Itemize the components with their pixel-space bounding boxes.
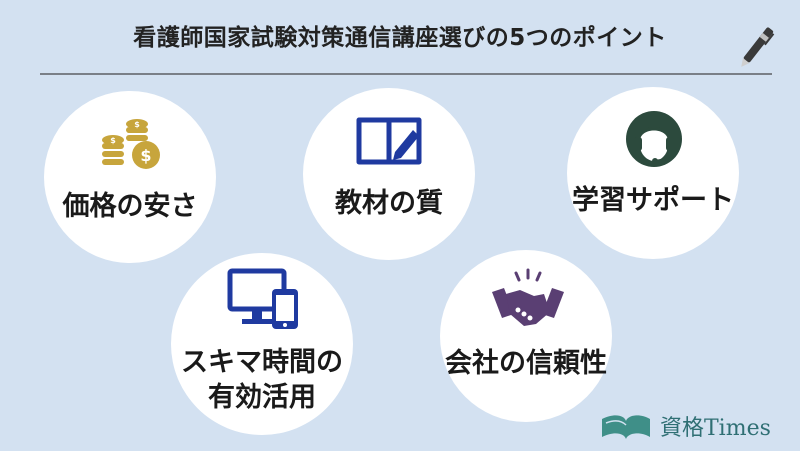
book-pen-icon bbox=[356, 117, 422, 165]
point-label: 会社の信頼性 bbox=[445, 348, 607, 379]
point-spare-time: スキマ時間の 有効活用 bbox=[171, 253, 353, 435]
svg-text:$: $ bbox=[140, 146, 151, 165]
brand-name: 資格Times bbox=[660, 416, 771, 441]
title-underline bbox=[40, 73, 772, 75]
svg-text:$: $ bbox=[134, 120, 140, 129]
svg-text:$: $ bbox=[110, 136, 116, 145]
handshake-icon bbox=[492, 268, 564, 326]
point-label: 教材の質 bbox=[335, 188, 443, 219]
point-reliability: 会社の信頼性 bbox=[440, 250, 612, 422]
point-price: $ $ $ 価格の安さ bbox=[44, 91, 216, 263]
point-support: 学習サポート bbox=[567, 87, 739, 259]
pen-icon bbox=[741, 27, 775, 67]
brand-logo: 資格Times bbox=[600, 410, 771, 442]
point-label: 価格の安さ bbox=[62, 191, 198, 222]
coins-icon: $ $ $ bbox=[102, 119, 160, 169]
headset-support-icon bbox=[626, 111, 682, 167]
point-label-line2: 有効活用 bbox=[208, 382, 316, 413]
point-label-line1: スキマ時間の bbox=[181, 347, 343, 378]
point-label: 学習サポート bbox=[572, 185, 734, 216]
devices-icon bbox=[227, 268, 298, 329]
point-materials: 教材の質 bbox=[303, 88, 475, 260]
book-logo-icon bbox=[602, 415, 650, 439]
page-title: 看護師国家試験対策通信講座選びの5つのポイント bbox=[133, 25, 667, 51]
